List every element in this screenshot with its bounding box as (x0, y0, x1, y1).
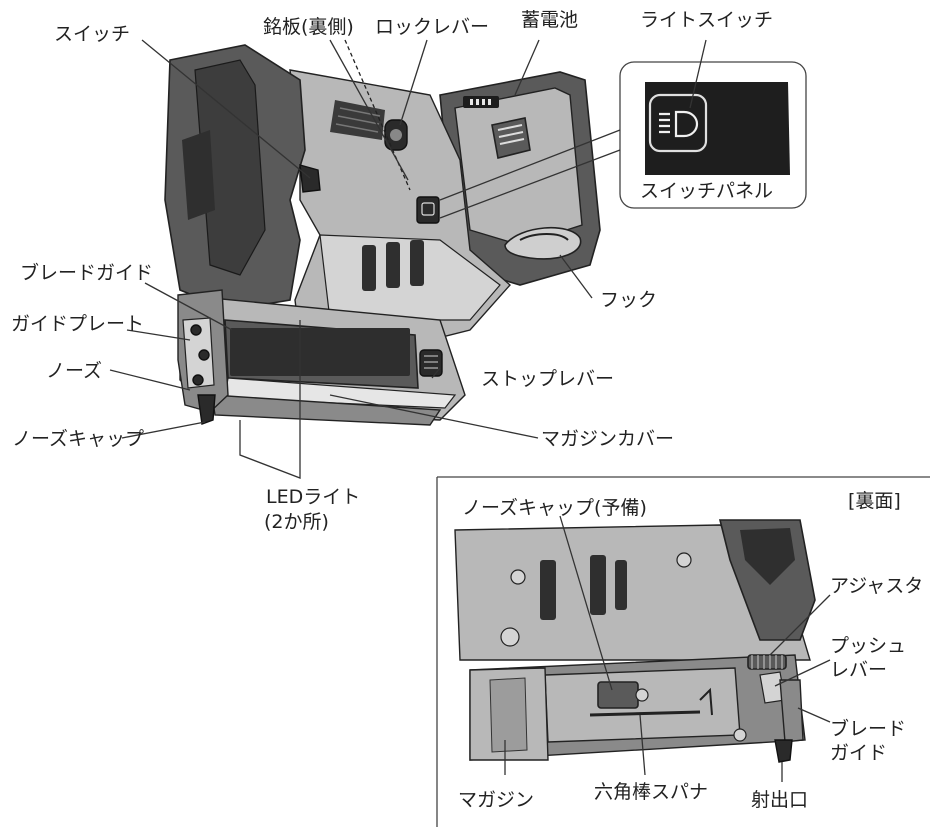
back-view-frame (436, 476, 930, 827)
label-nose: ノーズ (46, 360, 102, 382)
leader-lines-main (109, 39, 707, 479)
grip-handle (164, 44, 321, 311)
back-view-inset: [裏面] (436, 476, 930, 827)
nose-cap (197, 394, 216, 425)
switch-panel-on-tool (416, 196, 440, 224)
label-blade-guide-back: ブレード (830, 717, 906, 740)
battery-indicator (463, 96, 499, 108)
magazine-cover (230, 328, 410, 376)
label-spare-nose-cap: ノーズキャップ(予備) (462, 497, 647, 519)
vent-grill-back (540, 555, 627, 620)
label-magazine-cover: マガジンカバー (541, 428, 674, 450)
label-switch-panel: スイッチパネル (640, 180, 773, 202)
light-switch-button (648, 93, 708, 153)
label-exit-port: 射出口 (751, 789, 808, 811)
blade-guide-back (779, 679, 804, 743)
label-led-light-count: (2か所) (264, 511, 329, 533)
label-lock-lever: ロックレバー (375, 16, 489, 38)
label-stop-lever: ストップレバー (481, 368, 614, 390)
label-nameplate: 銘板(裏側) (263, 16, 354, 38)
label-blade-guide-back-2: ガイド (830, 742, 887, 764)
adjuster (747, 654, 787, 670)
lock-lever (384, 119, 408, 151)
label-adjuster: アジャスタ (830, 575, 923, 597)
label-hex-wrench: 六角棒スパナ (594, 781, 708, 803)
battery-pack (439, 71, 601, 286)
label-switch: スイッチ (54, 23, 130, 45)
label-push-lever: プッシュ (830, 635, 906, 657)
labels-main: スイッチ 銘板(裏側) ロックレバー 蓄電池 ライトスイッチ スイッチパネル フ… (11, 9, 773, 533)
label-light-switch: ライトスイッチ (640, 9, 773, 31)
switch-panel-inset (439, 61, 807, 219)
label-push-lever-2: レバー (830, 659, 887, 681)
spare-nose-cap (597, 681, 639, 709)
main-housing (289, 69, 511, 341)
stop-lever (419, 349, 443, 377)
vent-grill-left (362, 240, 424, 291)
label-battery: 蓄電池 (521, 9, 578, 31)
back-view-title: [裏面] (848, 490, 901, 512)
nose-assembly (177, 289, 229, 425)
label-blade-guide: ブレードガイド (20, 261, 153, 284)
label-hook: フック (600, 289, 657, 311)
label-nose-cap: ノーズキャップ (12, 428, 144, 450)
trigger-switch (299, 164, 321, 193)
label-led-light: LEDライト (266, 486, 360, 508)
hook (504, 226, 582, 260)
hex-wrench (589, 710, 701, 717)
exit-port-tip (774, 739, 793, 763)
label-guide-plate: ガイドプレート (11, 313, 144, 335)
label-magazine: マガジン (458, 789, 534, 811)
tool-main-view (164, 44, 601, 426)
light-icon (659, 110, 699, 138)
